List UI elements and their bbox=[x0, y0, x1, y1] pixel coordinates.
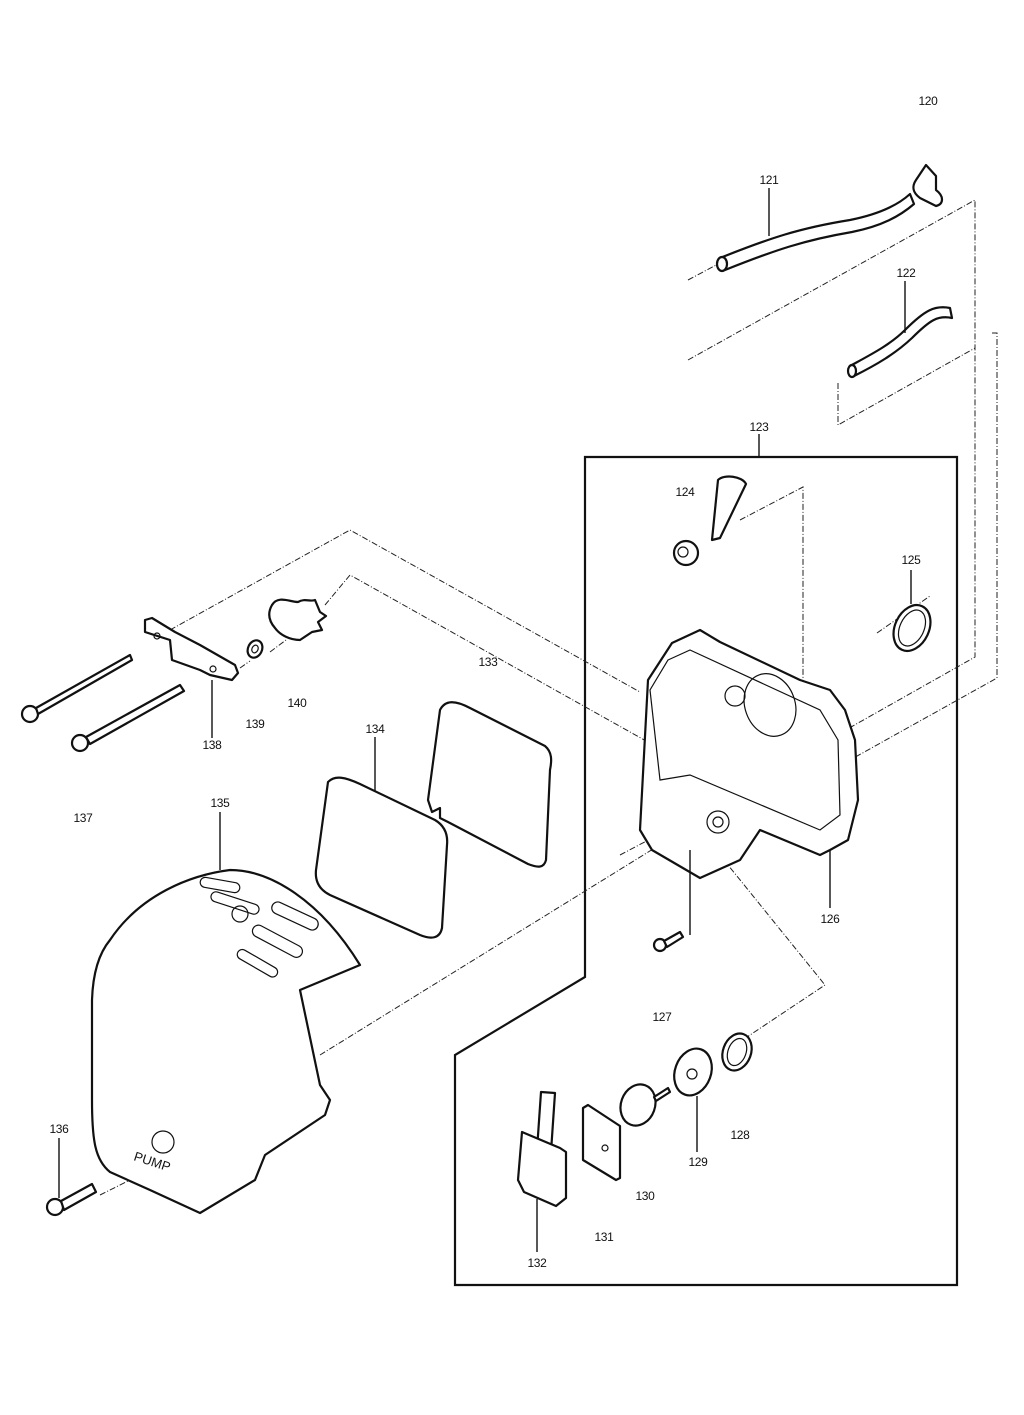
label-123: 123 bbox=[749, 420, 769, 434]
bracket-138 bbox=[143, 616, 240, 682]
hex-bolts-137 bbox=[20, 653, 186, 753]
label-120: 120 bbox=[918, 94, 938, 108]
label-129: 129 bbox=[688, 1155, 708, 1169]
washer-139 bbox=[246, 639, 264, 659]
label-138: 138 bbox=[202, 738, 222, 752]
label-122: 122 bbox=[896, 266, 916, 280]
label-134: 134 bbox=[365, 722, 385, 736]
tapping-screw-127 bbox=[652, 930, 685, 953]
filter-frame-133 bbox=[426, 701, 553, 868]
label-132: 132 bbox=[527, 1256, 547, 1270]
pump-knob-132 bbox=[516, 1090, 568, 1208]
primer-valve-130 bbox=[619, 1083, 672, 1127]
label-130: 130 bbox=[635, 1189, 655, 1203]
label-137: 137 bbox=[73, 811, 93, 825]
label-135: 135 bbox=[210, 796, 230, 810]
assembly-box-outline bbox=[453, 455, 959, 1287]
fuel-hose-121 bbox=[715, 192, 916, 273]
air-cleaner-cover-135: PUMP bbox=[90, 868, 362, 1215]
choke-shutter-140 bbox=[268, 598, 328, 642]
o-ring-128 bbox=[721, 1032, 753, 1072]
air-filter-sponge-134 bbox=[314, 776, 449, 939]
label-131: 131 bbox=[594, 1230, 614, 1244]
label-126: 126 bbox=[820, 912, 840, 926]
air-cleaner-case-126 bbox=[638, 628, 860, 880]
o-ring-125 bbox=[892, 603, 932, 653]
label-125: 125 bbox=[901, 553, 921, 567]
label-139: 139 bbox=[245, 717, 265, 731]
choke-lever-124 bbox=[672, 475, 748, 567]
assembly-lines bbox=[99, 199, 998, 1196]
pump-plate-129 bbox=[673, 1047, 713, 1097]
return-hose-122 bbox=[846, 306, 954, 379]
label-128: 128 bbox=[730, 1128, 750, 1142]
label-136: 136 bbox=[49, 1122, 69, 1136]
label-121: 121 bbox=[759, 173, 779, 187]
label-127: 127 bbox=[652, 1010, 672, 1024]
cover-bolt-136 bbox=[45, 1182, 98, 1217]
label-133: 133 bbox=[478, 655, 498, 669]
label-140: 140 bbox=[287, 696, 307, 710]
hose-clamp-120 bbox=[912, 163, 944, 208]
label-124: 124 bbox=[675, 485, 695, 499]
pump-gasket-131 bbox=[581, 1103, 622, 1182]
